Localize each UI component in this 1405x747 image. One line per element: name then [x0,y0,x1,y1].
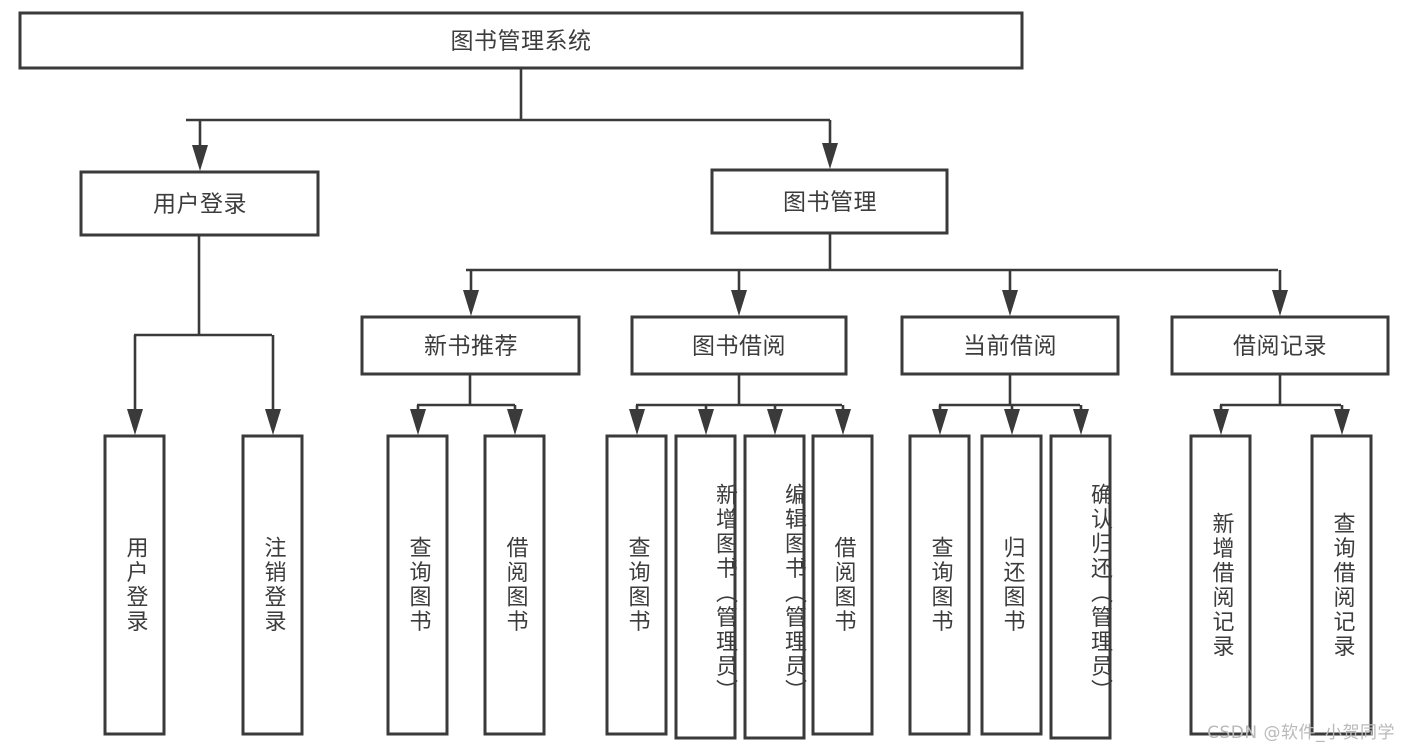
arrow-to-leaf-add-book [698,409,714,435]
arrow-to-leaf-borrow-book-recommend [507,409,523,435]
node-book-borrow-label: 图书借阅 [692,334,786,360]
arrow-to-leaf-edit-book [767,409,783,435]
node-leaf-user-login[interactable] [103,434,166,736]
arrow-to-leaf-query-borrow-record [1334,409,1350,435]
node-leaf-return-book[interactable] [980,434,1043,736]
node-new-book-recommend-label: 新书推荐 [424,334,518,360]
arrow-to-leaf-query-book-current [932,409,948,435]
node-new-book-recommend[interactable] [360,315,581,376]
node-leaf-query-book-recommend[interactable] [386,434,449,736]
node-leaf-add-borrow-record[interactable] [1189,434,1252,736]
node-current-borrow-label: 当前借阅 [963,334,1057,360]
arrow-to-current-borrow [1002,290,1018,316]
arrow-to-leaf-user-login [127,409,143,435]
node-leaf-query-book-current[interactable] [908,434,971,736]
node-user-login[interactable] [79,170,320,237]
node-book-manage-label: 图书管理 [783,190,877,216]
arrow-to-leaf-confirm-return [1073,409,1089,435]
connector-layer [127,68,1350,435]
node-borrow-record-label: 借阅记录 [1233,334,1327,360]
node-root[interactable] [18,11,1024,70]
node-leaf-query-borrow-record[interactable] [1310,434,1373,736]
node-leaf-edit-book[interactable] [743,434,806,740]
node-current-borrow[interactable] [900,315,1120,376]
arrow-to-book-manage [822,143,838,169]
node-leaf-borrow-book-recommend[interactable] [483,434,546,736]
node-book-borrow[interactable] [630,315,848,376]
arrow-to-leaf-add-borrow-record [1213,409,1229,435]
arrow-to-leaf-query-book-recommend [410,409,426,435]
arrow-to-leaf-query-book-borrow [629,409,645,435]
watermark: CSDN @软件_小贺同学 [1207,723,1395,743]
box-layer [18,11,1390,740]
node-leaf-borrow-book[interactable] [811,434,874,736]
node-leaf-add-book[interactable] [674,434,737,740]
arrow-to-leaf-return-book [1004,409,1020,435]
arrow-to-user-login [192,145,208,171]
node-book-manage[interactable] [710,168,949,235]
arrow-to-leaf-logout [265,409,281,435]
arrow-to-leaf-borrow-book [835,409,851,435]
node-leaf-query-book-borrow[interactable] [605,434,668,736]
arrow-to-new-book-recommend [463,290,479,316]
node-user-login-label: 用户登录 [153,192,247,218]
node-borrow-record[interactable] [1170,315,1390,376]
arrow-to-borrow-record [1272,290,1288,316]
node-root-label: 图书管理系统 [451,29,592,55]
arrow-to-book-borrow [731,290,747,316]
node-leaf-confirm-return[interactable] [1049,434,1112,740]
node-leaf-logout[interactable] [241,434,304,736]
